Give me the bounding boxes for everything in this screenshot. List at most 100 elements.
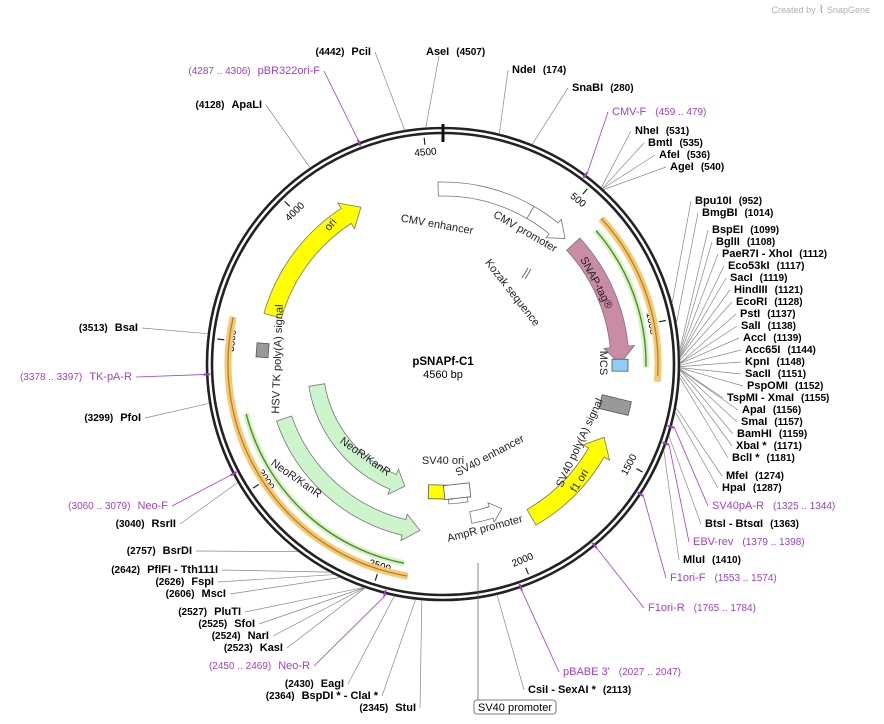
- site-sacii[interactable]: SacII(1151): [745, 368, 806, 380]
- site-bmti[interactable]: BmtI(535): [648, 137, 703, 149]
- site-bamhi[interactable]: BamHI(1159): [737, 428, 807, 440]
- sv40-promoter-callout-box: [473, 699, 557, 715]
- site-hpai[interactable]: HpaI(1287): [722, 482, 782, 494]
- feature-f1-ori[interactable]: [526, 436, 611, 526]
- primer-pbr322ori-f[interactable]: (4287 .. 4306)pBR322ori-F: [188, 65, 320, 77]
- feature-cmv-enhancer[interactable]: [437, 181, 535, 220]
- primer-leader-8: [171, 474, 231, 507]
- neo-orange-strand-core: [227, 316, 408, 577]
- site-btsi[interactable]: BtsI - BtsαI(1363): [705, 518, 799, 530]
- site-leader-3: [601, 130, 632, 188]
- site-nhei[interactable]: NheI(531): [635, 125, 689, 137]
- primer-pbabe-3-[interactable]: pBABE 3'(2027 .. 2047): [563, 666, 681, 678]
- site-leader-7: [671, 200, 692, 304]
- site-stui[interactable]: (2345)StuI: [359, 702, 416, 714]
- site-bglii[interactable]: BglII(1108): [716, 236, 775, 248]
- primer-tk-pa-r[interactable]: (3378 .. 3397)TK-pA-R: [20, 371, 132, 383]
- site-leader-left-13: [347, 595, 395, 685]
- site-leader-10: [679, 241, 713, 354]
- primer-f1ori-f[interactable]: F1ori-F(1553 .. 1574): [670, 572, 777, 584]
- site-leader-left-1: [265, 104, 311, 168]
- site-pcii[interactable]: (4442)PciI: [316, 46, 371, 58]
- primer-cmv-f[interactable]: CMV-F(459 .. 479): [612, 106, 706, 118]
- site-csii[interactable]: CsiI - SexAI *(2113): [528, 684, 631, 696]
- site-xbai[interactable]: XbaI *(1171): [736, 440, 802, 452]
- feature-ori[interactable]: [263, 202, 362, 319]
- tick-mark-4500: [423, 137, 426, 145]
- site-agei[interactable]: AgeI(540): [670, 161, 724, 173]
- site-eco53ki[interactable]: Eco53kI(1117): [728, 260, 804, 272]
- site-rsrii[interactable]: (3040)RsrII: [116, 518, 176, 530]
- site-leader-28: [679, 377, 729, 459]
- site-leader-left-7: [217, 574, 335, 583]
- sv40-promoter-callout-label: SV40 promoter: [478, 702, 552, 714]
- feature-snap-tag[interactable]: [566, 237, 636, 365]
- site-msci[interactable]: (2606)MscI: [166, 588, 226, 600]
- primer-ebv-rev[interactable]: EBV-rev(1379 .. 1398): [693, 536, 805, 548]
- tick-mark-3500: [217, 338, 225, 341]
- site-bsai[interactable]: (3513)BsaI: [79, 322, 138, 334]
- primer-neo-r[interactable]: (2450 .. 2469)Neo-R: [209, 660, 310, 672]
- feature-label-sv40-ori: SV40 ori: [422, 455, 464, 467]
- site-apali[interactable]: (4128)ApaLI: [196, 99, 262, 111]
- site-bspei[interactable]: BspEI(1099): [712, 224, 779, 236]
- site-ecori[interactable]: EcoRI(1128): [736, 296, 803, 308]
- site-leader-22: [679, 367, 744, 387]
- site-leader-left-15: [419, 600, 423, 709]
- site-pflfi[interactable]: (2642)PflFI - Tth111I: [111, 564, 218, 576]
- site-mlui[interactable]: MluI(1410): [683, 554, 741, 566]
- site-eagi[interactable]: (2430)EagI: [285, 678, 344, 690]
- site-acc65i[interactable]: Acc65I(1144): [745, 344, 816, 356]
- primer-leader-9: [135, 374, 204, 378]
- site-leader-left-14: [381, 599, 416, 697]
- site-sfoi[interactable]: (2525)SfoI: [198, 618, 255, 630]
- feature-mcs[interactable]: [611, 358, 629, 372]
- site-afei[interactable]: AfeI(536): [659, 149, 710, 161]
- site-pluti[interactable]: (2527)PluTI: [178, 606, 241, 618]
- site-nari[interactable]: (2524)NarI: [212, 630, 269, 642]
- tick-mark-1500: [636, 468, 643, 473]
- snap-green-strand-core: [595, 230, 647, 367]
- site-bsrdi[interactable]: (2757)BsrDI: [127, 545, 192, 557]
- site-sali[interactable]: SalI(1138): [741, 320, 796, 332]
- site-apai[interactable]: ApaI(1156): [742, 404, 801, 416]
- site-leader-9: [679, 229, 709, 351]
- primer-arrow-4: [636, 491, 644, 497]
- site-mfei[interactable]: MfeI(1274): [726, 470, 784, 482]
- feature-cmv-promoter[interactable]: [526, 205, 566, 239]
- primer-f1ori-r[interactable]: F1ori-R(1765 .. 1784): [648, 602, 756, 614]
- site-fspi[interactable]: (2626)FspI: [155, 576, 214, 588]
- site-bcli[interactable]: BclI *(1181): [732, 452, 795, 464]
- site-pfoi[interactable]: (3299)PfoI: [84, 412, 141, 424]
- site-psti[interactable]: PstI(1137): [740, 308, 796, 320]
- feature-ampr-promoter[interactable]: [469, 501, 503, 524]
- site-tspmi[interactable]: TspMI - XmaI(1155): [727, 392, 829, 404]
- primer-sv40pa-r[interactable]: SV40pA-R(1325 .. 1344): [712, 500, 835, 512]
- feature-sv40-polya-signal[interactable]: [598, 394, 632, 416]
- site-saci[interactable]: SacI(1119): [730, 272, 787, 284]
- site-leader-19: [679, 349, 742, 366]
- site-asei[interactable]: AseI(4507): [426, 46, 485, 58]
- primer-neo-f[interactable]: (3060 .. 3079)Neo-F: [68, 500, 168, 512]
- site-ndei[interactable]: NdeI(174): [512, 64, 566, 76]
- site-bspdi[interactable]: (2364)BspDI * - ClaI *: [266, 690, 379, 702]
- site-leader-14: [679, 289, 731, 359]
- site-smai[interactable]: SmaI(1157): [741, 416, 803, 428]
- feature-label-mcs: MCS: [597, 351, 609, 375]
- site-bpu10i[interactable]: Bpu10I(952): [695, 195, 762, 207]
- site-paer7i[interactable]: PaeR7I - XhoI(1112): [722, 248, 827, 260]
- site-snabi[interactable]: SnaBI(280): [572, 82, 634, 94]
- site-kasi[interactable]: (2523)KasI: [224, 642, 283, 654]
- site-kpni[interactable]: KpnI(1148): [745, 356, 805, 368]
- primer-leader-0: [323, 70, 359, 140]
- site-acci[interactable]: AccI(1139): [743, 332, 802, 344]
- feature-neor-kanr[interactable]: [276, 415, 421, 542]
- site-pspomi[interactable]: PspOMI(1152): [747, 380, 823, 392]
- site-hindiii[interactable]: HindIII(1121): [734, 284, 803, 296]
- feature-sv40-enhancer-box[interactable]: [442, 482, 472, 501]
- sv40-promoter-callout[interactable]: SV40 promoter: [473, 563, 557, 715]
- feature-hsv-tk-polya-signal[interactable]: [255, 342, 270, 359]
- site-bmgbi[interactable]: BmgBI(1014): [702, 207, 773, 219]
- plasmid-name: pSNAPf-C1: [412, 356, 474, 368]
- feature-neor-kanr-inner[interactable]: [308, 383, 406, 496]
